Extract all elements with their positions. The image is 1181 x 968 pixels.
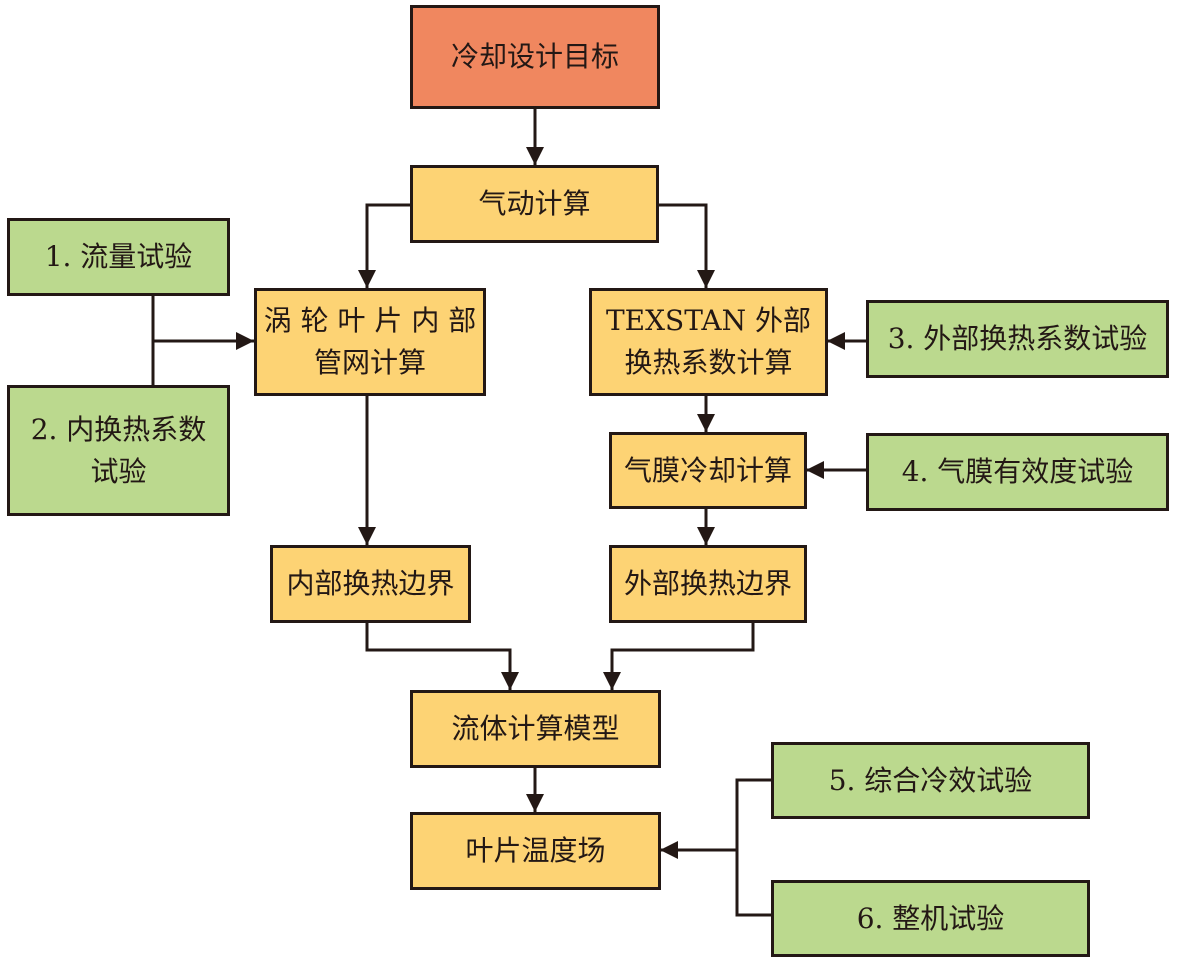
node-label: 涡 轮 叶 片 内 部 (263, 304, 477, 337)
node-test5: 5. 综合冷效试验 (771, 742, 1090, 819)
node-label: 叶片温度场 (465, 834, 606, 867)
node-test3: 3. 外部换热系数试验 (866, 300, 1169, 378)
node-blade-temp: 叶片温度场 (410, 812, 661, 890)
arrow-external-bc-to-fluid (603, 622, 755, 690)
node-test4: 4. 气膜有效度试验 (866, 433, 1169, 511)
node-internal-net: 涡 轮 叶 片 内 部管网计算 (254, 288, 486, 396)
node-test2: 2. 内换热系数试验 (7, 385, 230, 516)
node-external-bc: 外部换热边界 (609, 545, 807, 623)
node-internal-bc: 内部换热边界 (270, 545, 471, 623)
node-film: 气膜冷却计算 (609, 432, 807, 509)
node-aero: 气动计算 (410, 165, 659, 243)
node-label: 试验 (90, 454, 147, 488)
node-label: 3. 外部换热系数试验 (887, 322, 1148, 355)
node-label: 5. 综合冷效试验 (828, 763, 1033, 797)
node-label: 气膜冷却计算 (623, 453, 792, 487)
node-label: 内部换热边界 (286, 567, 455, 600)
arrow-aero-to-internal-net (358, 203, 410, 288)
node-texstan: TEXSTAN 外部换热系数计算 (589, 288, 828, 396)
node-label: 4. 气膜有效度试验 (901, 455, 1134, 488)
node-label: 1. 流量试验 (44, 240, 193, 273)
node-test1: 1. 流量试验 (7, 218, 230, 296)
node-label: 管网计算 (313, 346, 426, 379)
node-label: 外部换热边界 (623, 567, 792, 600)
line-test5-test6 (735, 778, 771, 917)
node-label: 气动计算 (478, 187, 591, 220)
arrow-internal-bc-to-fluid (365, 622, 519, 690)
node-label: 流体计算模型 (451, 712, 620, 745)
arrow-aero-to-texstan (658, 203, 715, 288)
node-label: 2. 内换热系数 (30, 412, 207, 446)
node-label: 冷却设计目标 (450, 40, 619, 73)
node-label: TEXSTAN 外部 (606, 304, 811, 337)
node-test6: 6. 整机试验 (771, 880, 1090, 957)
node-label: 6. 整机试验 (856, 901, 1005, 935)
node-label: 换热系数计算 (624, 346, 793, 379)
node-fluid-model: 流体计算模型 (410, 690, 661, 768)
node-goal: 冷却设计目标 (410, 5, 660, 109)
